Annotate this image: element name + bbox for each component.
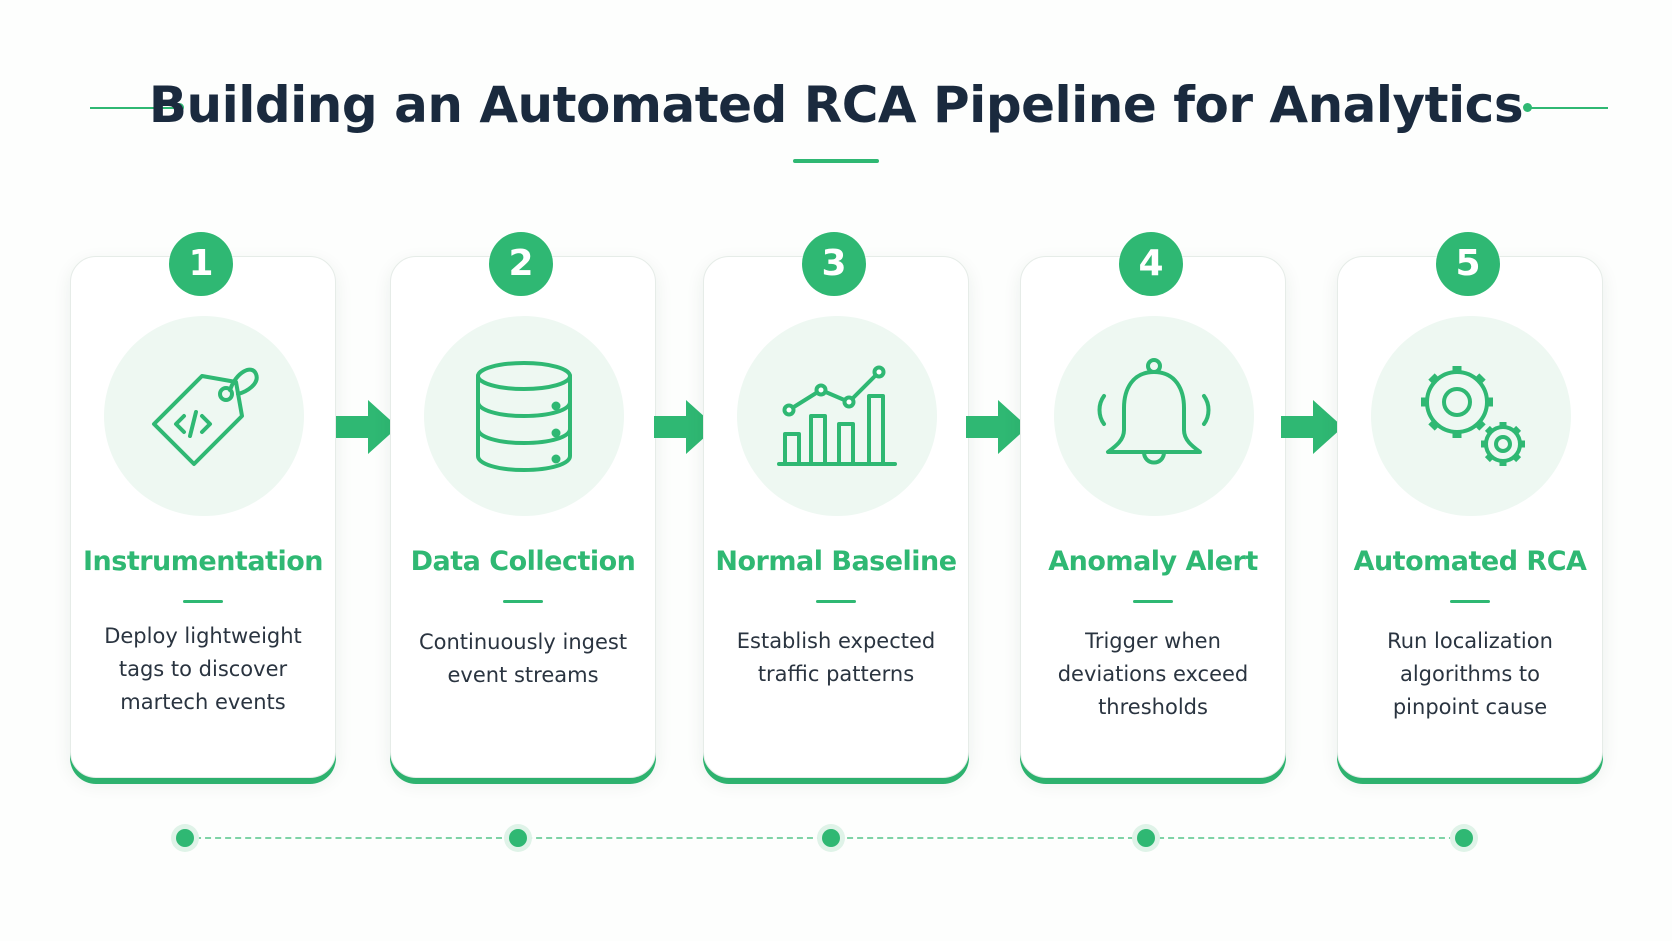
- description-line: pinpoint cause: [1392, 695, 1548, 719]
- description-line: Trigger when: [1085, 629, 1221, 653]
- step-number-badge: 3: [802, 232, 866, 296]
- title-underline: [793, 159, 879, 163]
- icon-background: [737, 316, 937, 516]
- step-title: Normal Baseline: [715, 546, 957, 577]
- description-line: tags to discover: [118, 657, 288, 681]
- step-normal-baseline: 3 Normal Baseline Establish expected tra…: [703, 232, 969, 778]
- description-line: Run localization: [1387, 629, 1553, 653]
- description-line: Continuously ingest: [418, 630, 628, 654]
- title-left-dot: [175, 103, 184, 112]
- arrow-right-icon: [336, 400, 398, 454]
- description-line: thresholds: [1098, 695, 1208, 719]
- code-tag-icon: [152, 367, 259, 466]
- description-line: deviations exceed: [1057, 662, 1249, 686]
- step-anomaly-alert: 4 Anomaly Alert Trigger when deviations …: [1020, 232, 1286, 778]
- description-line: event streams: [447, 663, 599, 687]
- step-description: Deploy lightweight tags to discover mart…: [90, 620, 316, 719]
- icon-background: [424, 316, 624, 516]
- step-number-badge: 4: [1119, 232, 1183, 296]
- title-left-line: [90, 107, 178, 109]
- step-title-rule: [1133, 600, 1173, 603]
- arrow-right-icon: [966, 400, 1028, 454]
- step-title-rule: [503, 600, 543, 603]
- icon-background: [1054, 316, 1254, 516]
- step-title: Instrumentation: [82, 546, 324, 577]
- step-description: Establish expected traffic patterns: [723, 625, 949, 691]
- step-description: Trigger when deviations exceed threshold…: [1040, 625, 1266, 724]
- gears-icon: [1421, 366, 1525, 466]
- title-right-dot: [1523, 103, 1532, 112]
- step-automated-rca: 5 Automated RCA Run localization algorit: [1337, 232, 1603, 778]
- step-title: Data Collection: [410, 546, 636, 577]
- description-line: algorithms to: [1399, 662, 1541, 686]
- step-title: Automated RCA: [1353, 546, 1587, 577]
- database-icon: [476, 361, 572, 472]
- step-title-rule: [183, 600, 223, 603]
- timeline-dot: [822, 829, 840, 847]
- step-description: Continuously ingest event streams: [410, 626, 636, 692]
- arrow-right-icon: [654, 400, 716, 454]
- bell-icon: [1097, 358, 1211, 465]
- timeline-dot: [176, 829, 194, 847]
- description-line: martech events: [120, 690, 286, 714]
- title-right-line: [1528, 107, 1608, 109]
- description-line: Establish expected: [736, 629, 936, 653]
- step-number-badge: 1: [169, 232, 233, 296]
- step-description: Run localization algorithms to pinpoint …: [1357, 625, 1583, 724]
- description-line: Deploy lightweight: [104, 624, 302, 648]
- title-row: Building an Automated RCA Pipeline for A…: [0, 66, 1672, 150]
- arrow-right-icon: [1281, 400, 1343, 454]
- step-title: Anomaly Alert: [1048, 546, 1258, 577]
- step-instrumentation: 1 Instrumentation Deploy lightweight tag…: [70, 232, 336, 778]
- step-title-rule: [1450, 600, 1490, 603]
- icon-background: [1371, 316, 1571, 516]
- step-data-collection: 2 Data Collection Continuously ingest ev…: [390, 232, 656, 778]
- step-number-badge: 2: [489, 232, 553, 296]
- timeline-dot: [1137, 829, 1155, 847]
- step-title-rule: [816, 600, 856, 603]
- step-number-badge: 5: [1436, 232, 1500, 296]
- page-title: Building an Automated RCA Pipeline for A…: [148, 76, 1524, 134]
- icon-background: [104, 316, 304, 516]
- description-line: traffic patterns: [757, 662, 915, 686]
- progress-timeline: [0, 826, 1672, 850]
- timeline-dot: [1455, 829, 1473, 847]
- chart-trend-icon: [777, 365, 897, 466]
- timeline-dot: [509, 829, 527, 847]
